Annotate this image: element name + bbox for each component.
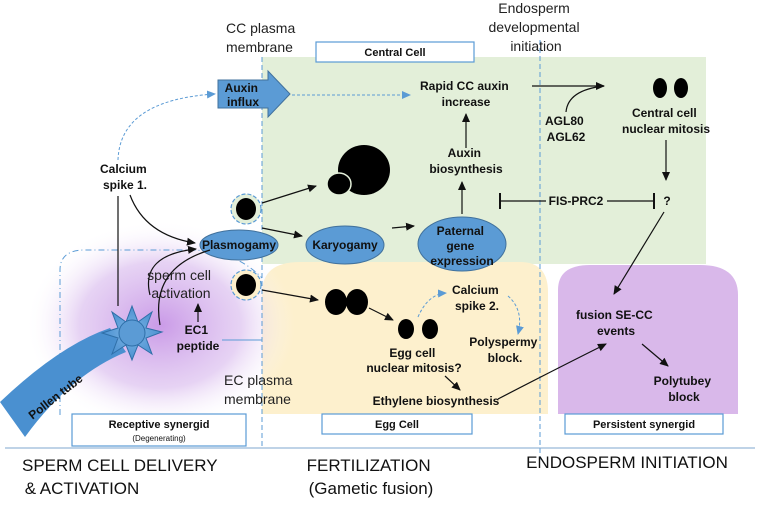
phase-sperm-delivery: SPERM CELL DELIVERY & ACTIVATION xyxy=(22,456,222,498)
ec-membrane-label: EC plasma membrane xyxy=(224,372,296,407)
arrow-to-calcium-spike-2 xyxy=(417,289,447,318)
arrow-karyogamy-to-paternal xyxy=(391,222,415,231)
arrow-mitosis-to-ethylene xyxy=(444,375,461,391)
egg-cell-box xyxy=(321,413,473,435)
arrow-question-to-fusion xyxy=(613,211,665,295)
ethylene-label: Ethylene biosynthesis xyxy=(373,394,500,408)
arrow-calcium-to-auxin-influx xyxy=(117,90,216,161)
polytubey-block-label: Polytubey block xyxy=(654,374,715,404)
endosperm-initiation-label: Endosperm developmental initiation xyxy=(489,0,584,54)
central-cell-nucleus-2 xyxy=(674,78,688,98)
cc-membrane-label-2: membrane xyxy=(226,39,293,55)
central-cell-box xyxy=(315,41,475,63)
egg-cell-mitosis-label: Egg cell nuclear mitosis? xyxy=(366,346,461,375)
cc-membrane-label: CC plasma xyxy=(226,20,295,36)
sperm-activation-label: sperm cell activation xyxy=(147,267,215,301)
arrow-sperm-to-central-nucleus xyxy=(261,184,317,204)
karyogamy-node xyxy=(305,225,385,265)
arrow-activation-to-plasmogamy xyxy=(148,245,197,296)
persistent-synergid-box-label: Persistent synergid xyxy=(593,419,695,431)
agl-label: AGL80 AGL62 xyxy=(545,114,587,144)
question-mark: ? xyxy=(663,194,670,208)
auxin-influx-arrow xyxy=(217,69,291,119)
sperm-nucleus-upper xyxy=(236,198,256,220)
auxin-biosynthesis-label: Auxin biosynthesis xyxy=(429,146,503,176)
pollen-tube-tip-burst xyxy=(100,304,164,362)
egg-cell-box-label: Egg Cell xyxy=(375,419,419,431)
paternal-gene-node xyxy=(417,216,507,272)
persistent-synergid-region xyxy=(558,265,738,414)
arrow-calcium-to-plasmogamy xyxy=(129,194,196,246)
pollen-tube xyxy=(0,328,126,437)
egg-mitosis-nucleus-2 xyxy=(422,319,438,339)
calcium-spike-2-label: Calcium spike 2. xyxy=(452,283,502,313)
fis-prc2-label: FIS-PRC2 xyxy=(549,194,604,208)
persistent-synergid-box xyxy=(564,413,724,435)
arrow-agl xyxy=(565,85,605,113)
central-cell-box-label: Central Cell xyxy=(364,47,425,59)
receptive-synergid-box xyxy=(71,413,247,447)
arrow-egg-to-mitosis xyxy=(368,307,394,321)
plasmogamy-node xyxy=(199,229,279,261)
arrow-synergid-to-plasmogamy xyxy=(158,249,211,326)
paternal-gene-label: Paternal gene expression xyxy=(430,224,493,268)
egg-fused-nucleus-2 xyxy=(346,289,368,315)
karyogamy-label: Karyogamy xyxy=(312,238,378,252)
sperm-nucleus-lower xyxy=(236,274,256,296)
arrow-calcium-spike-2-to-polyspermy xyxy=(507,295,524,335)
calcium-spike-1-label: Calcium spike 1. xyxy=(100,162,150,192)
fused-central-nucleus-small xyxy=(326,172,352,196)
rapid-cc-auxin-label: Rapid CC auxin increase xyxy=(420,79,512,109)
phase-endosperm-initiation: ENDOSPERM INITIATION xyxy=(526,453,728,472)
polyspermy-block-label: Polyspermy block. xyxy=(469,335,540,365)
plasmogamy-label: Plasmogamy xyxy=(202,238,276,252)
arrow-sperm-lower-to-egg xyxy=(261,289,319,303)
auxin-influx-label: Auxin influx xyxy=(225,81,262,109)
arrow-fusion-to-polytubey xyxy=(641,343,669,367)
central-cell-mitosis-label: Central cell nuclear mitosis xyxy=(622,106,710,136)
central-cell-nucleus-1 xyxy=(653,78,667,98)
arrow-plasmogamy-to-karyogamy xyxy=(261,227,303,239)
fusion-se-cc-label: fusion SE-CC events xyxy=(576,308,656,338)
egg-mitosis-nucleus-1 xyxy=(398,319,414,339)
egg-fused-nucleus-1 xyxy=(325,289,347,315)
arrow-ethylene-to-fusion xyxy=(497,343,607,400)
receptive-synergid-label: Receptive synergid xyxy=(109,419,210,431)
ec1-peptide-label: EC1 peptide xyxy=(177,323,220,353)
phase-fertilization: FERTILIZATION (Gametic fusion) xyxy=(307,456,436,498)
degenerating-label: (Degenerating) xyxy=(132,434,186,443)
